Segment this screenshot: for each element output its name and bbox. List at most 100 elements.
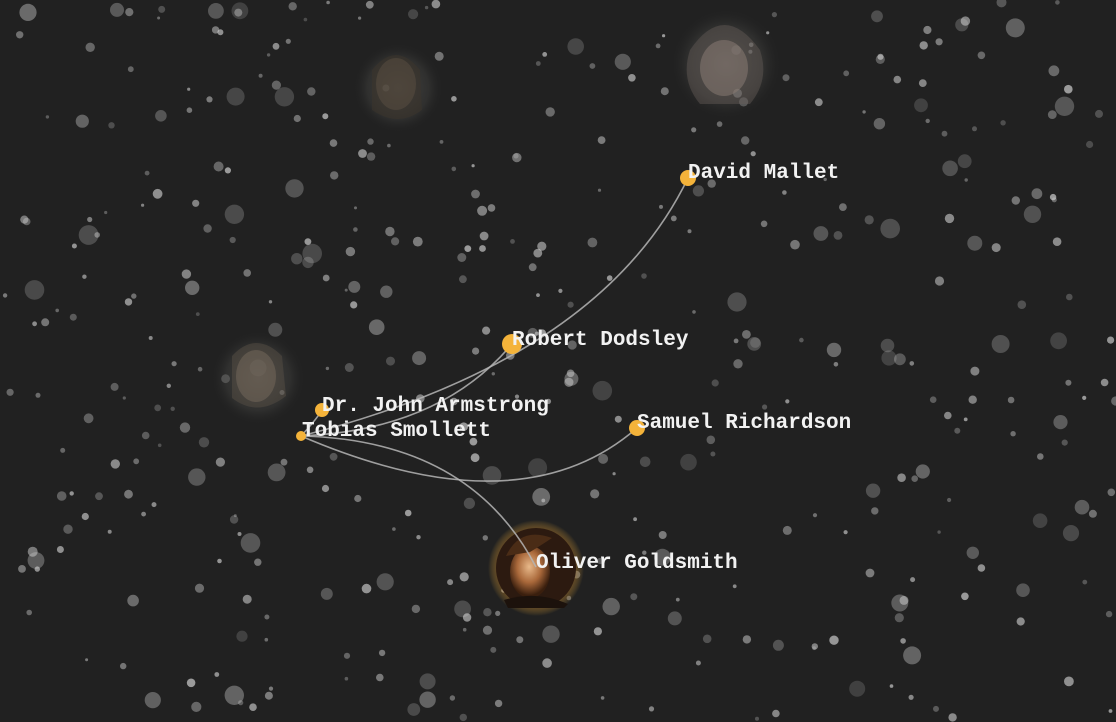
background-particle [110,459,121,469]
background-particle [944,411,952,420]
background-particle [6,388,14,396]
background-particle [107,529,112,534]
node-label-armstrong[interactable]: Dr. John Armstrong [322,395,549,418]
background-particle [494,699,503,708]
background-particle [215,457,225,467]
node-label-richardson[interactable]: Samuel Richardson [637,412,851,435]
background-particle [55,308,59,313]
node-label-dodsley[interactable]: Robert Dodsley [512,329,689,352]
background-particle [948,713,957,722]
node-label-goldsmith[interactable]: Oliver Goldsmith [536,552,738,575]
background-particle [512,152,522,163]
portrait-oliver-goldsmith[interactable] [488,520,584,616]
background-particle [566,369,575,378]
background-particle [843,70,850,77]
background-particle [602,597,620,616]
background-particle [695,660,701,666]
background-particle [541,498,546,503]
background-particle [899,595,909,605]
background-particle [537,241,547,251]
node-armstrong[interactable]: Dr. John Armstrong [315,395,549,418]
background-particle [482,625,493,635]
background-particle [812,513,818,518]
background-particle [659,204,663,209]
node-dot-richardson[interactable] [629,420,645,436]
node-label-mallet[interactable]: David Mallet [688,162,839,185]
background-particle [542,658,552,668]
background-particle [782,74,790,82]
background-particle [353,227,358,232]
faded-portrait-top-right[interactable] [672,10,780,118]
background-particle [1074,499,1090,515]
faded-portrait-left[interactable] [212,332,304,424]
background-particle [826,342,842,358]
background-particle [330,171,339,180]
background-particle [991,335,1010,353]
background-particle [127,66,134,73]
node-dot-armstrong[interactable] [315,403,329,417]
faded-portrait-top-left[interactable] [354,44,442,132]
background-particle [304,238,312,246]
background-particle [1032,513,1048,528]
node-dodsley[interactable]: Robert Dodsley [502,329,689,354]
background-particle [122,396,126,400]
background-particle [60,447,66,453]
node-dot-tobias[interactable] [296,431,306,441]
background-particle [472,347,480,355]
node-mallet[interactable]: David Mallet [680,162,839,186]
background-particle [83,413,94,424]
background-particle [558,288,563,293]
background-particle [843,530,848,535]
background-particle [470,453,480,463]
background-particle [412,236,423,247]
background-particle [593,627,603,636]
background-particle [133,458,140,465]
background-particle [545,398,552,404]
background-particle [966,546,979,559]
background-particle [670,215,677,222]
background-particle [459,422,469,432]
background-particle [510,239,515,244]
background-particle [658,531,667,539]
background-particle [865,568,875,578]
background-particle [711,379,719,387]
background-particle [996,0,1007,8]
background-particle [528,263,537,272]
background-particle [288,2,297,11]
background-particle [408,9,419,20]
background-particle [782,525,792,535]
node-richardson[interactable]: Samuel Richardson [629,412,851,436]
background-particle [170,406,175,411]
background-particle [321,484,330,493]
background-particle [450,397,458,406]
background-particle [1082,579,1088,585]
background-particle [477,205,488,216]
background-particle [648,706,655,712]
node-dot-mallet[interactable] [680,170,696,186]
background-particle [880,338,895,353]
background-particle [954,427,961,434]
background-particle [329,139,338,147]
background-particle [463,497,475,509]
node-label-tobias[interactable]: Tobias Smollett [302,420,491,443]
node-dot-dodsley[interactable] [502,334,522,354]
background-particle [1107,336,1115,344]
background-particle [495,610,501,617]
background-particle [785,399,790,404]
background-particle [240,533,261,553]
node-tobias[interactable]: Tobias Smollett [296,420,491,443]
background-particle [181,269,192,279]
background-particle [910,577,916,583]
background-particle [376,573,394,591]
background-particle [303,17,308,22]
node-goldsmith[interactable]: Oliver Goldsmith [536,552,738,575]
background-particle [344,676,349,681]
background-particle [1108,709,1113,713]
background-particle [291,253,303,265]
background-particle [667,611,682,626]
background-particle [229,236,236,244]
background-particle [482,466,502,485]
background-particle [35,392,41,398]
background-particle [20,215,29,224]
